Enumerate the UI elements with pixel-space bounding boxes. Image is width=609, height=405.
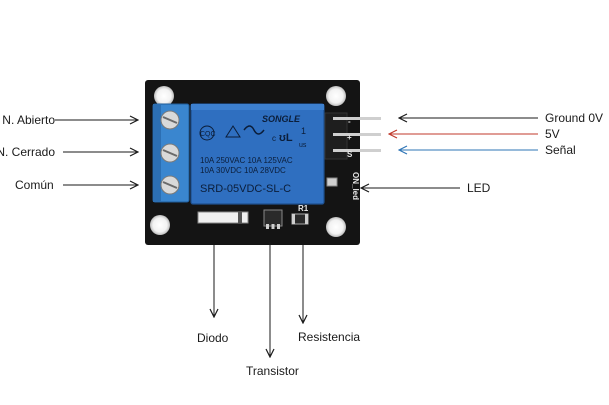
silk-led-label: ON_led: [351, 172, 360, 200]
label-ground: Ground 0V: [545, 111, 603, 125]
label-comun: Común: [15, 178, 54, 192]
silk-r-label: R1: [298, 204, 309, 213]
relay-rating-line-1: 10A 250VAC 10A 125VAC: [200, 156, 293, 165]
mount-hole-top-left: [154, 86, 174, 106]
relay-rating-line-2: 10A 30VDC 10A 28VDC: [200, 166, 286, 175]
relay-cert-cqc: CQC: [200, 131, 216, 138]
mount-hole-top-right: [326, 86, 346, 106]
relay-cert-number: 1: [301, 126, 306, 136]
label-vcc: 5V: [545, 127, 560, 141]
silk-pin-s: S: [347, 150, 353, 159]
screw-terminal-3: [160, 175, 180, 195]
label-n-cerrado: N. Cerrado: [0, 145, 55, 159]
screw-terminal-2: [160, 143, 180, 163]
label-led: LED: [467, 181, 491, 195]
header-pins: - + S: [324, 112, 381, 160]
songle-logo-icon: [243, 125, 265, 135]
pin-ground: [333, 117, 381, 120]
transistor-component: [263, 209, 283, 229]
resistor-component: R1: [291, 204, 309, 225]
label-n-abierto: N. Abierto: [2, 113, 55, 127]
screw-terminal-block: [152, 103, 190, 203]
diode-component: [197, 211, 249, 224]
screw-terminal-1: [160, 110, 180, 130]
relay-cert-us: us: [299, 142, 307, 149]
pin-signal: [333, 149, 381, 152]
label-resistencia: Resistencia: [298, 330, 360, 344]
relay-model: SRD-05VDC-SL-C: [200, 183, 291, 195]
warning-triangle-icon: [225, 125, 241, 138]
label-diodo: Diodo: [197, 331, 229, 345]
pin-vcc: [333, 133, 381, 136]
silk-pin-plus: +: [347, 133, 352, 142]
ul-mark-icon: ʊL: [279, 132, 293, 144]
label-transistor: Transistor: [246, 364, 299, 378]
label-senal: Señal: [545, 143, 576, 157]
relay-component: CQC SONGLE c ʊL us 1 10A 250VAC 10A 125V…: [190, 103, 325, 205]
relay-cert-c: c: [272, 134, 276, 143]
relay-brand: SONGLE: [262, 114, 301, 124]
led-component: ON_led: [326, 172, 360, 200]
mount-hole-bottom-right: [326, 217, 346, 237]
mount-hole-bottom-left: [150, 215, 170, 235]
silk-pin-minus: -: [348, 117, 351, 126]
